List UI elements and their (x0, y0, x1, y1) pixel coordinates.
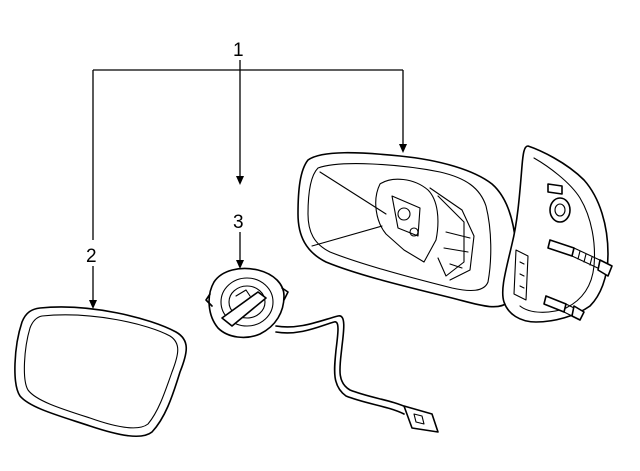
leader-arrow-1-motor (236, 176, 244, 185)
mirror-glass (14, 306, 188, 438)
leader-lines (89, 60, 407, 309)
callout-number-1: 1 (233, 40, 244, 61)
mounting-studs (543, 183, 613, 321)
callout-number-3: 3 (233, 212, 244, 233)
mirror-assembly (297, 145, 613, 323)
leader-arrow-3 (236, 260, 244, 269)
leader-arrow-2 (89, 300, 97, 309)
mirror-motor (205, 267, 439, 433)
leader-arrow-1-mirror-assembly (399, 144, 407, 153)
callout-number-2: 2 (86, 246, 97, 267)
leader-line-1-bracket (92, 69, 404, 240)
